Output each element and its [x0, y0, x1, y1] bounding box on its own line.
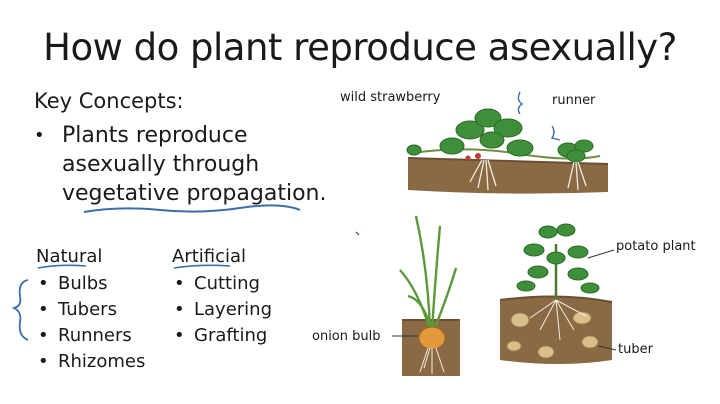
- label-onion-bulb: onion bulb: [312, 329, 381, 344]
- slide-title: How do plant reproduce asexually?: [43, 26, 677, 69]
- strawberry-illustration: [406, 108, 609, 194]
- label-tuber: tuber: [618, 342, 653, 357]
- ink-underline-natural: [37, 264, 87, 269]
- ink-mark: [517, 91, 524, 115]
- onion-bulb: [418, 326, 446, 350]
- soil-strip: [408, 158, 608, 194]
- bullet-line-2: asexually through: [62, 152, 260, 177]
- ink-brace: [11, 279, 29, 341]
- ink-mark: [550, 125, 561, 141]
- label-runner: runner: [552, 93, 596, 108]
- bullet-line-1: Plants reproduce: [62, 123, 248, 148]
- artificial-item: Grafting: [172, 323, 272, 349]
- bullet-line-3: vegetative propagation.: [62, 181, 327, 206]
- natural-item: Tubers: [36, 297, 145, 323]
- natural-list: Bulbs Tubers Runners Rhizomes: [36, 271, 145, 375]
- potato-soil: [500, 296, 612, 364]
- artificial-item: Cutting: [172, 271, 272, 297]
- natural-heading: Natural: [36, 246, 103, 267]
- ink-underline: [83, 204, 301, 213]
- ink-underline-artificial: [173, 264, 231, 269]
- natural-item: Bulbs: [36, 271, 145, 297]
- artificial-item: Layering: [172, 297, 272, 323]
- natural-item: Rhizomes: [36, 349, 145, 375]
- onion-illustration: [392, 215, 460, 376]
- natural-item: Runners: [36, 323, 145, 349]
- bullet-dot: •: [34, 125, 45, 146]
- artificial-list: Cutting Layering Grafting: [172, 271, 272, 349]
- ink-mark: [355, 231, 360, 236]
- artificial-heading: Artificial: [172, 246, 247, 267]
- key-concepts-heading: Key Concepts:: [34, 89, 184, 113]
- label-wild-strawberry: wild strawberry: [340, 90, 441, 105]
- potato-illustration: [499, 223, 617, 364]
- label-potato-plant: potato plant: [616, 239, 696, 254]
